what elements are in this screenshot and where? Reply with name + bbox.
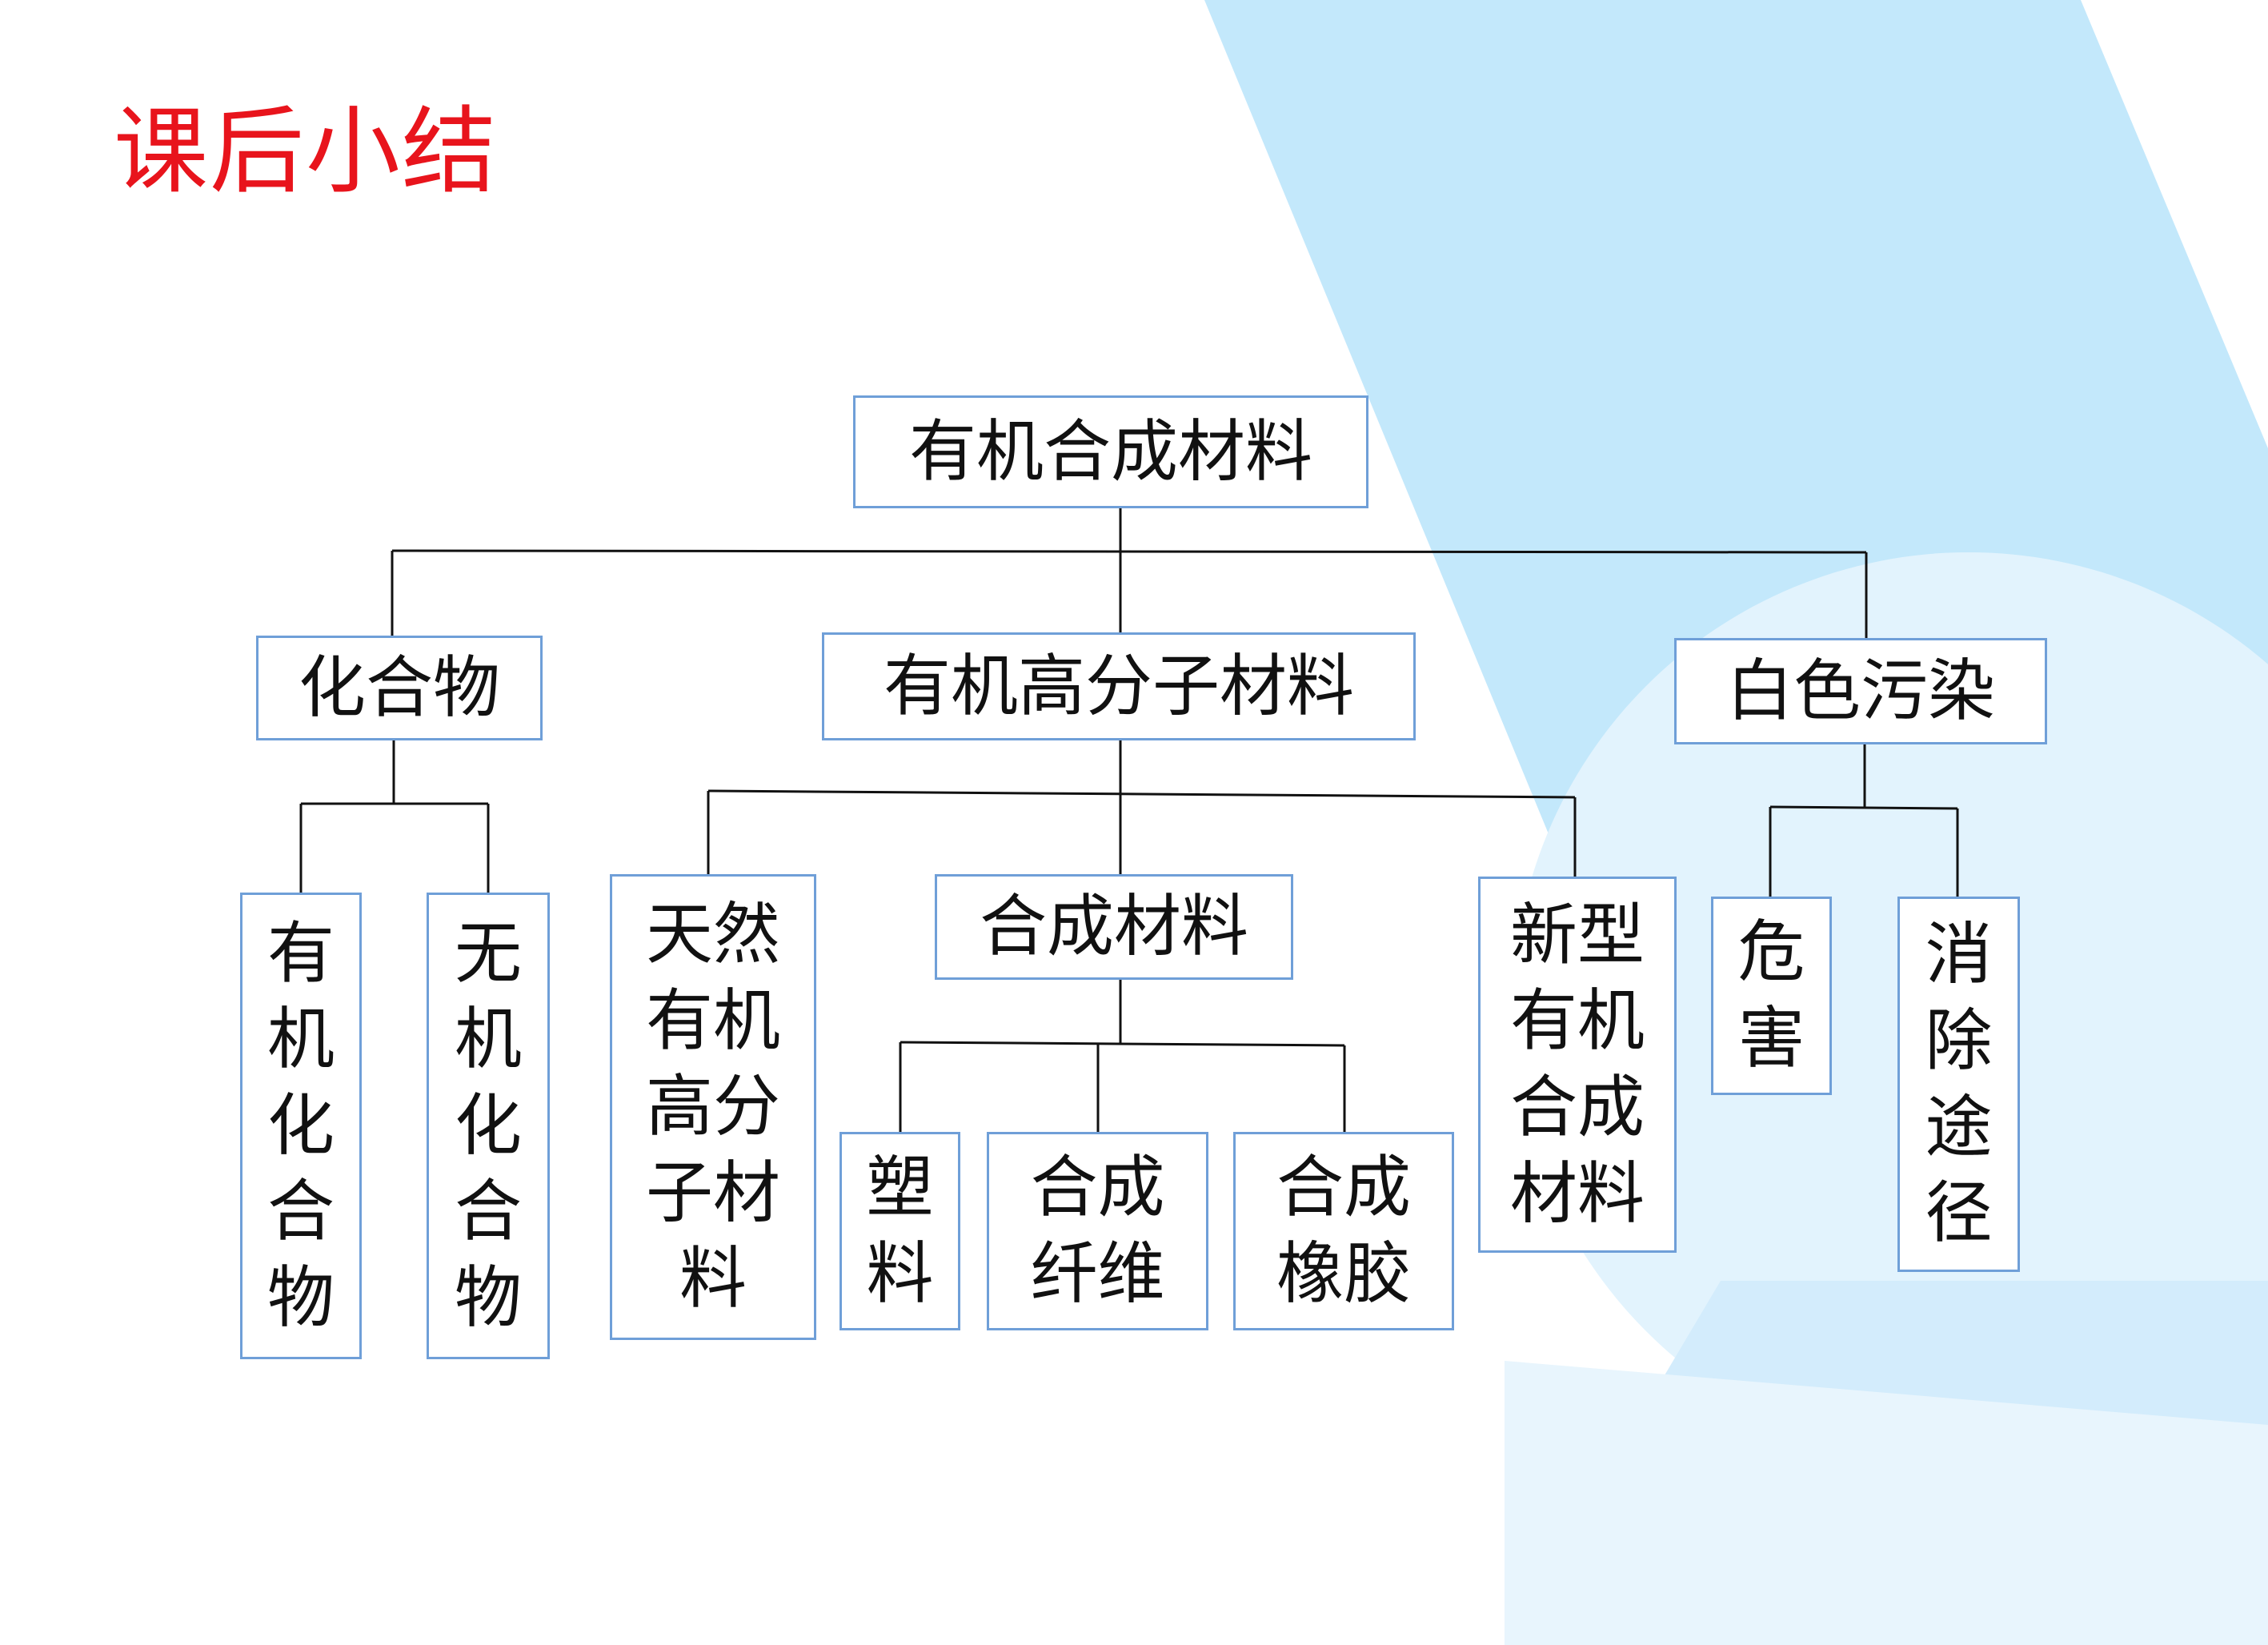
bg-circle: [1513, 552, 2268, 1465]
node-synthetic-material-label: 合成材料: [979, 887, 1248, 966]
node-harm-label: 危 害: [1737, 913, 1805, 1077]
node-natural-polymer: 天然 有机 高分 子材 料: [610, 874, 816, 1340]
node-inorganic-compound: 无 机 化 合 物: [427, 893, 550, 1359]
node-synthetic-rubber-label: 合成 橡胶: [1276, 1148, 1411, 1313]
node-plastic: 塑 料: [839, 1132, 960, 1330]
node-natural-polymer-label: 天然 有机 高分 子材 料: [645, 895, 780, 1318]
node-organic-compound: 有 机 化 合 物: [240, 893, 362, 1359]
node-polymer-label: 有机高分子材料: [883, 646, 1354, 725]
slide-title: 课后小结: [114, 96, 499, 207]
node-compound: 化合物: [256, 636, 543, 740]
node-synthetic-fiber-label: 合成 纤维: [1030, 1148, 1165, 1313]
node-synthetic-rubber: 合成 橡胶: [1233, 1132, 1454, 1330]
node-pollution: 白色污染: [1674, 638, 2047, 744]
node-organic-compound-label: 有 机 化 合 物: [266, 913, 335, 1337]
node-plastic-label: 塑 料: [866, 1148, 934, 1313]
node-synthetic-material: 合成材料: [935, 874, 1293, 980]
bg-light-shape: [1505, 1361, 2268, 1645]
node-new-synthetic-material: 新型 有机 合成 材料: [1478, 877, 1677, 1253]
node-solution: 消 除 途 径: [1897, 897, 2020, 1272]
node-pollution-label: 白色污染: [1725, 651, 1995, 730]
node-harm: 危 害: [1711, 897, 1832, 1095]
node-polymer: 有机高分子材料: [822, 632, 1416, 740]
node-compound-label: 化合物: [298, 648, 500, 727]
node-new-synthetic-material-label: 新型 有机 合成 材料: [1509, 895, 1645, 1233]
node-solution-label: 消 除 途 径: [1925, 915, 1993, 1253]
node-root-label: 有机合成材料: [908, 411, 1312, 491]
node-root: 有机合成材料: [853, 395, 1368, 508]
node-synthetic-fiber: 合成 纤维: [987, 1132, 1208, 1330]
node-inorganic-compound-label: 无 机 化 合 物: [454, 913, 522, 1337]
